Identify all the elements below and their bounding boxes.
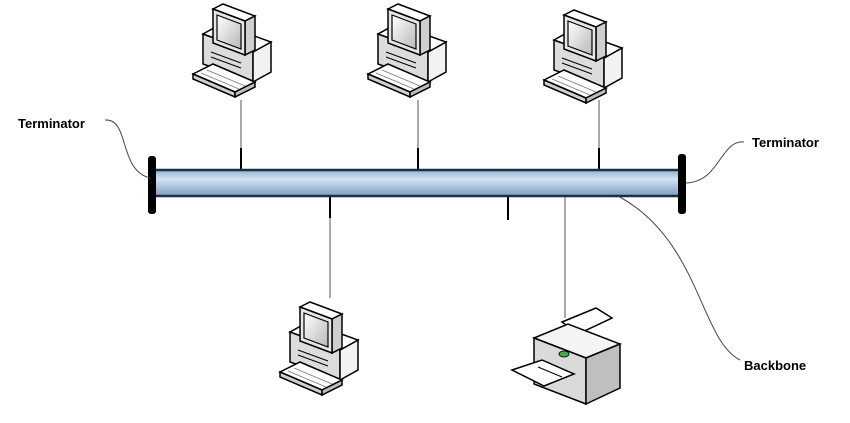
computer-icon [543,9,623,104]
label-terminator-right: Terminator [752,135,819,150]
computer-icon [367,3,447,98]
terminator-right [678,154,686,214]
backbone-cable [150,168,686,198]
callout-terminator-right [685,141,745,184]
printer-icon [510,307,623,406]
label-backbone: Backbone [744,358,806,373]
label-terminator-left: Terminator [18,116,85,131]
callout-backbone [617,195,741,361]
callout-terminator-left [104,119,151,179]
terminator-left [148,156,156,214]
computer-icon [192,3,272,98]
computer-icon [279,301,359,396]
